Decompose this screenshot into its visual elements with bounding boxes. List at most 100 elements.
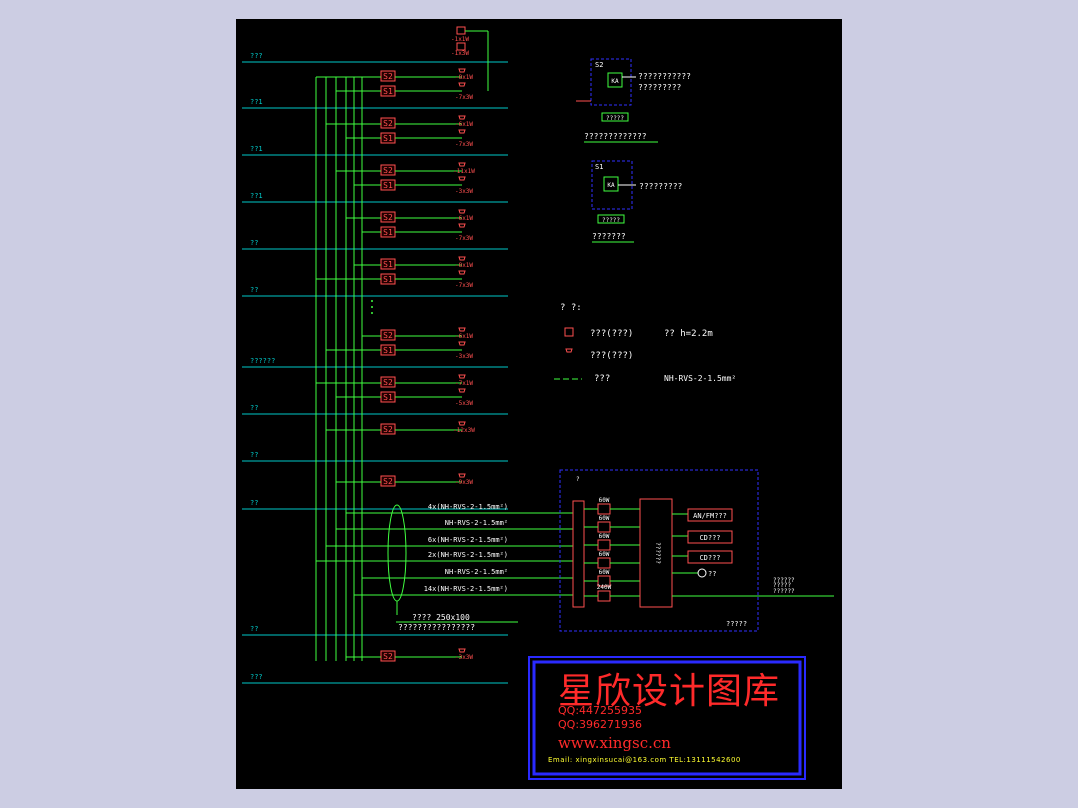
detail-s2-desc1: ??????????? xyxy=(638,72,691,81)
detail-s1-box xyxy=(591,160,633,210)
speaker-icon xyxy=(458,473,466,478)
zone-module-label: S2 xyxy=(383,119,393,128)
ellipsis-dot xyxy=(371,312,373,314)
mic-icon xyxy=(697,568,707,578)
speaker-count: -9x3W xyxy=(455,479,473,486)
stamp-email: Email: xingxinsucai@163.com TEL:13111542… xyxy=(548,756,741,764)
zone-module-label: S1 xyxy=(383,260,393,269)
zone-module-upper xyxy=(380,70,396,82)
source-box xyxy=(687,508,733,522)
zone-module-label: S1 xyxy=(383,228,393,237)
speaker-count: -7x3W xyxy=(455,282,473,289)
speaker-count: -6x1W xyxy=(455,121,473,128)
zone-module-label: S2 xyxy=(383,72,393,81)
cable-spec: NH-RVS-2-1.5mm² xyxy=(445,568,508,576)
zone-module-upper xyxy=(380,650,396,662)
speaker-icon xyxy=(458,176,466,181)
speaker-count: -12x3W xyxy=(453,427,475,434)
speaker-icon xyxy=(458,209,466,214)
detail-s2-term xyxy=(601,112,629,122)
floor-label: ?? xyxy=(250,239,258,247)
zone-module-label: S2 xyxy=(383,477,393,486)
speaker-count: -1x1W xyxy=(451,36,469,43)
zone-module-label: S1 xyxy=(383,181,393,190)
mic-label: ?? xyxy=(708,570,716,578)
drawing-sheet: ?????1??1??1?????????????????????S2-8x1W… xyxy=(236,19,842,789)
legend-speaker-icon xyxy=(565,348,573,353)
floor-label: ?? xyxy=(250,286,258,294)
speaker-icon xyxy=(458,115,466,120)
speaker-count: -6x1W xyxy=(455,215,473,222)
detail-s2-term-label: ????? xyxy=(606,115,624,122)
stamp-qq2: QQ:396271936 xyxy=(558,718,643,731)
relay-label: KA xyxy=(607,182,615,189)
cable-spec: 4x(NH-RVS-2-1.5mm²) xyxy=(428,503,508,511)
detail-s1-tag: S1 xyxy=(595,163,603,171)
terminal-strip xyxy=(572,500,585,608)
relay-box xyxy=(607,72,623,88)
stamp-qq1: QQ:447255935 xyxy=(558,704,643,717)
detail-s2-desc2: ????????? xyxy=(638,83,682,92)
amp-rating: 60W xyxy=(599,551,610,558)
detail-s2-tag: S2 xyxy=(595,61,603,69)
speaker-count: -3x3W xyxy=(455,188,473,195)
speaker-icon xyxy=(458,68,466,73)
cable-spec: 6x(NH-RVS-2-1.5mm²) xyxy=(428,536,508,544)
detail-s1-term xyxy=(597,214,625,224)
speaker-count: -5x3W xyxy=(455,400,473,407)
speaker-count: -7x3W xyxy=(455,94,473,101)
speaker-count: -3x3W xyxy=(455,353,473,360)
cable-bundle-ellipse xyxy=(387,504,407,602)
ellipsis-dot xyxy=(371,306,373,308)
amp-rating: 60W xyxy=(599,515,610,522)
detail-s2-caption: ????????????? xyxy=(584,132,647,141)
zone-module-upper xyxy=(380,211,396,223)
floor-label: ??1 xyxy=(250,145,263,153)
floor-label: ?? xyxy=(250,625,258,633)
speaker-count: -7x3W xyxy=(455,235,473,242)
speaker-icon xyxy=(458,341,466,346)
legend-row3-spec: NH-RVS-2-1.5mm² xyxy=(664,374,736,383)
zone-module-label: S1 xyxy=(383,87,393,96)
tray-label: ???? 250x100 xyxy=(412,613,470,622)
speaker-count: -8x1W xyxy=(455,74,473,81)
speaker-icon xyxy=(458,223,466,228)
speaker-icon xyxy=(458,129,466,134)
legend-row2-text: ???(???) xyxy=(590,351,633,361)
zone-module-label: S2 xyxy=(383,331,393,340)
legend-ceiling-speaker-icon xyxy=(564,327,574,337)
stamp-title: 星欣设计图库 xyxy=(558,671,781,712)
relay-label: KA xyxy=(611,78,619,85)
top-speaker-box xyxy=(456,26,466,35)
wiring-diagram: ?????1??1??1?????????????????????S2-8x1W… xyxy=(242,26,834,684)
legend-row1-note: ?? h=2.2m xyxy=(664,329,713,339)
amp-rating: 60W xyxy=(599,569,610,576)
zone-module-upper xyxy=(380,258,396,270)
zone-module-upper xyxy=(380,329,396,341)
detail-s2-box xyxy=(590,58,632,106)
cable-spec: 14x(NH-RVS-2-1.5mm²) xyxy=(424,585,508,593)
amp-module xyxy=(597,503,611,515)
speaker-icon xyxy=(458,256,466,261)
rack-out-note3: ?????? xyxy=(773,588,795,595)
zone-module-label: S1 xyxy=(383,346,393,355)
zone-module-upper xyxy=(380,475,396,487)
zone-module-label: S2 xyxy=(383,425,393,434)
floor-label: ?? xyxy=(250,404,258,412)
floor-label: ??1 xyxy=(250,192,263,200)
stamp-frame xyxy=(528,656,806,780)
speaker-icon xyxy=(458,374,466,379)
rack-head-note: ? xyxy=(576,476,580,483)
floor-label: ??? xyxy=(250,52,263,60)
zone-module-label: S2 xyxy=(383,166,393,175)
source-label: CD??? xyxy=(699,534,720,542)
zone-module-upper xyxy=(380,376,396,388)
speaker-count: -11x1W xyxy=(453,168,475,175)
speaker-count: -1x3W xyxy=(451,50,469,57)
speaker-icon xyxy=(458,162,466,167)
floor-label: ?? xyxy=(250,451,258,459)
legend-title: ? ?: xyxy=(560,303,582,313)
rack-dashed-box xyxy=(559,469,759,632)
main-controller xyxy=(639,498,673,608)
stamp-site: www.xingsc.cn xyxy=(558,734,671,752)
